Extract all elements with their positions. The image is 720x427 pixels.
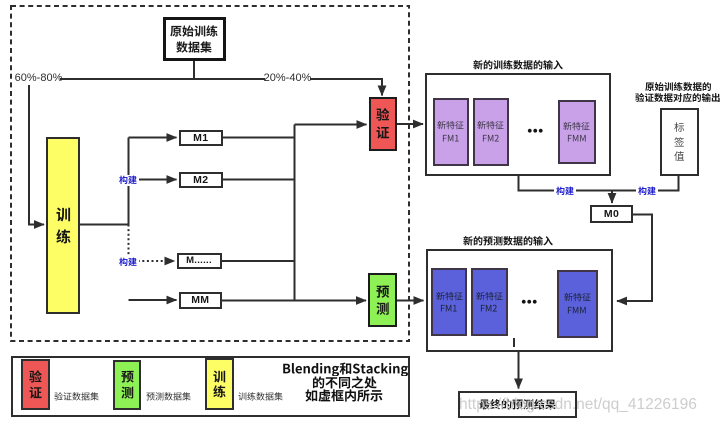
- final-result-label: [479, 398, 556, 411]
- build-label-m2: [116, 174, 139, 186]
- legend-verify-label: [51, 390, 101, 402]
- model-mdots-box: M......: [176, 252, 222, 269]
- predict-box-label: [375, 283, 390, 318]
- train-feature-fm2-box: [472, 97, 509, 166]
- legend-verify-swatch-label: [28, 369, 42, 400]
- wire-fm2-stub: [512, 337, 515, 347]
- watermark: https://blog.csdn.net/qq_41226196: [459, 396, 697, 413]
- build-label-labels: [636, 185, 658, 196]
- wire-label-build: [612, 175, 680, 192]
- predict-feature-fm2-label: [475, 290, 503, 315]
- arrow-m0-to-predict-input: [616, 213, 653, 306]
- final-result-box: [458, 391, 577, 418]
- predict-input-ellipsis: [512, 294, 546, 310]
- legend-predict-swatch: [113, 359, 141, 410]
- build-label-mdots: [116, 256, 139, 267]
- legend-predict-swatch-label: [120, 369, 134, 400]
- arrow-into-train: [28, 83, 45, 229]
- train-box-label: [55, 204, 71, 247]
- predict-feature-fm1-label: [435, 290, 463, 315]
- predict-input-title: [427, 234, 588, 247]
- predict-feature-fmm-box: [557, 270, 598, 338]
- verify-split-percentage: 20%-40%: [263, 71, 312, 85]
- legend-train-swatch-label: [213, 369, 226, 400]
- verify-box-label: [375, 106, 390, 141]
- train-box: [46, 137, 80, 314]
- predict-box: [368, 273, 397, 327]
- meta-model-m0-box: M0: [590, 205, 633, 223]
- predict-feature-fm2-box: [470, 268, 508, 336]
- model-m2-box: M2: [178, 171, 223, 188]
- train-feature-fmm-label: [563, 120, 590, 145]
- model-m1-box: M1: [178, 129, 223, 146]
- label-output-heading: [630, 79, 720, 105]
- train-feature-fm1-label: [437, 119, 464, 144]
- train-input-ellipsis: [518, 123, 552, 139]
- train-split-percentage: 60%-80%: [14, 71, 63, 85]
- train-feature-fm1-box: [432, 97, 469, 166]
- stacking-dashed-frame: [10, 5, 410, 342]
- verify-box: [368, 97, 397, 151]
- train-input-title: [425, 58, 610, 71]
- train-feature-fmm-box: [557, 100, 596, 164]
- legend-train-label: [235, 390, 285, 402]
- label-value-text: [674, 120, 685, 164]
- label-value-box: [660, 108, 699, 176]
- wire-train-input-build: [517, 176, 612, 192]
- original-training-dataset-label: [170, 23, 218, 56]
- build-label-train-input: [554, 185, 576, 196]
- predict-feature-fmm-label: [564, 291, 591, 316]
- legend-note: [282, 362, 409, 404]
- train-feature-fm2-label: [477, 119, 504, 144]
- model-mm-box: MM: [178, 291, 222, 309]
- legend-train-swatch: [205, 358, 234, 410]
- legend-predict-label: [144, 390, 194, 402]
- original-training-dataset-box: [162, 17, 226, 61]
- legend-verify-swatch: [20, 359, 50, 410]
- predict-feature-fm1-box: [431, 268, 467, 336]
